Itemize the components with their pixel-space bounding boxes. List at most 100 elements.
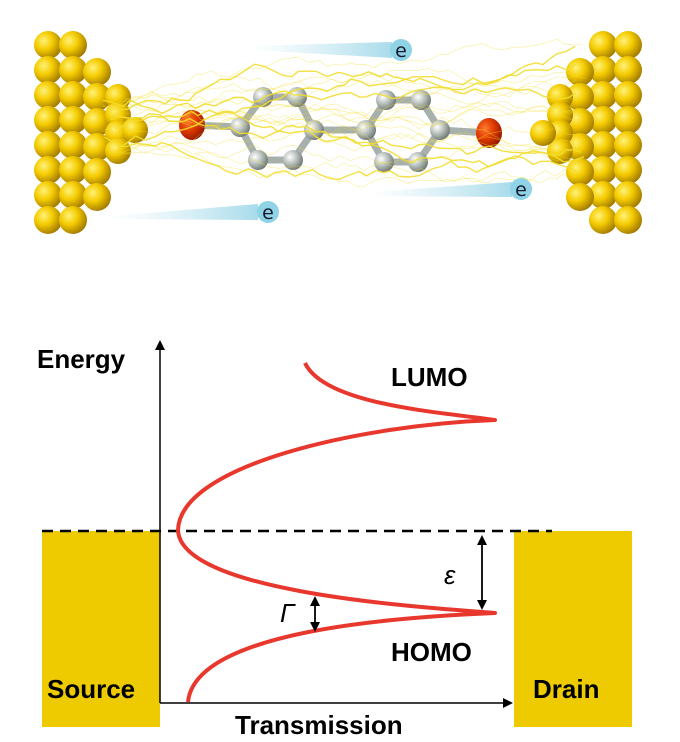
gold-atom [83,108,111,136]
electron-1: e [250,39,412,62]
gold-atom [83,83,111,111]
molecule-atoms [179,87,502,172]
electron-path [105,139,577,184]
gold-atom [83,158,111,186]
electron-path [110,113,582,156]
drain-electrode [514,531,632,727]
electron-path [104,110,585,168]
gold-atom [614,131,642,159]
gold-atom [614,31,642,59]
gold-atom [566,158,594,186]
gold-atom [589,106,617,134]
gold-atom [105,102,131,128]
gold-atom [614,56,642,84]
electron-trail [370,182,512,197]
carbon-atom [376,90,396,110]
gold-atom [83,58,111,86]
electron-label: e [515,179,527,201]
energy-axis-label: Energy [37,344,126,374]
oxygen-atom [179,110,205,140]
gold-atom [547,84,573,110]
gamma-label: Γ [280,598,296,628]
source-label: Source [47,674,135,704]
gold-atom [589,181,617,209]
gold-atom [589,81,617,109]
electron-label: e [395,40,407,62]
gold-electrode-right [530,31,642,234]
gold-atom [122,117,148,143]
gold-atom [34,206,62,234]
electron-3: e [112,201,279,224]
gold-atom [83,183,111,211]
electron-path [125,105,583,135]
gold-atom [566,83,594,111]
electron-trail [112,204,258,220]
gold-atom [59,181,87,209]
gold-atom [34,106,62,134]
gold-atom [614,81,642,109]
epsilon-label: ε [444,560,456,590]
gold-atom [589,131,617,159]
electron-path [124,38,583,101]
lumo-label: LUMO [391,362,468,392]
gold-atom [614,181,642,209]
electron-2: e [370,178,532,201]
gold-atom [34,56,62,84]
carbon-atom [230,117,250,137]
energy-diagram: Energy Transmission LUMO HOMO Source Dra… [37,340,632,740]
gold-atom [34,31,62,59]
gold-atom [589,31,617,59]
electron-path [117,85,576,155]
gold-atom [59,131,87,159]
molecule-illustration: e e e [34,31,642,234]
oxygen-atom [476,118,502,148]
carbon-atom [408,152,428,172]
gold-atom [34,81,62,109]
electron-path [120,79,580,112]
electron-badge [510,178,532,200]
gold-atom [589,156,617,184]
electron-path [102,74,576,110]
carbon-atom [304,120,324,140]
electron-path [102,86,577,115]
carbon-atom [430,120,450,140]
gold-atom [566,183,594,211]
electron-path [125,75,587,122]
electron-path [129,103,576,155]
gold-atom [566,58,594,86]
electron-trail [250,42,392,58]
gold-atom [589,206,617,234]
electron-path [110,151,578,188]
electron-path [108,141,582,172]
gold-atom [530,120,556,146]
gold-atom [547,138,573,164]
gold-atom [59,156,87,184]
electron-path [108,104,580,124]
gold-atom [34,156,62,184]
homo-label: HOMO [391,637,472,667]
gold-atom [566,133,594,161]
electron-path [101,111,581,152]
carbon-atom [374,152,394,172]
gold-atom [105,84,131,110]
gold-atom [59,206,87,234]
carbon-atom [356,120,376,140]
gold-atom [589,56,617,84]
electron-badge [390,39,412,61]
gold-atom [614,156,642,184]
gold-atom [59,81,87,109]
electron-path [118,141,578,181]
carbon-atom [248,150,268,170]
electron-label: e [262,202,274,224]
source-electrode [42,531,160,727]
gold-atom [614,206,642,234]
carbon-atom [411,90,431,110]
electron-paths [101,38,587,188]
electron-path [114,63,576,130]
gold-atom [614,106,642,134]
gold-atom [34,131,62,159]
gold-atom [59,56,87,84]
transmission-axis-label: Transmission [235,710,403,740]
gold-electrode-left [34,31,148,234]
